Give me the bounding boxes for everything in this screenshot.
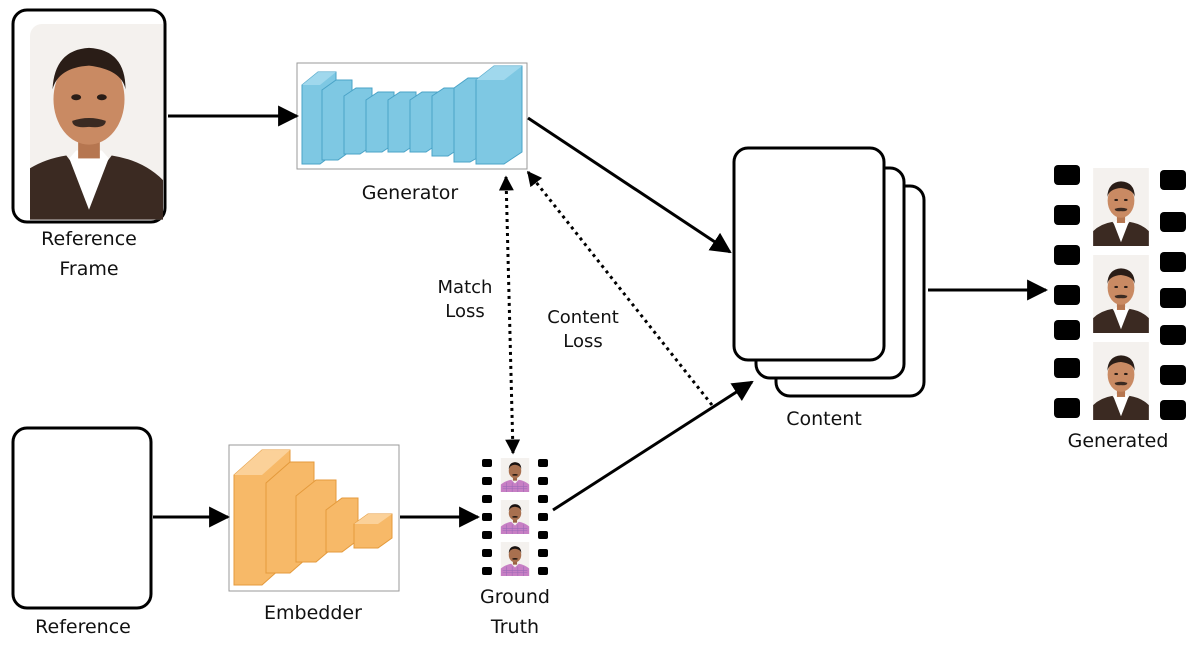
content-loss-arrow [526, 170, 714, 406]
match-loss-label: Match Loss [437, 277, 493, 322]
generator-label: Generator [361, 182, 459, 204]
ground-truth-film-strip-icon [482, 458, 548, 576]
embedder-network-icon [228, 444, 400, 592]
content-label: Content [786, 408, 862, 430]
reference-label: Reference [35, 616, 131, 638]
flow-arrows [153, 105, 1049, 528]
ground-truth-label: Ground Truth [480, 586, 550, 638]
generated-film-strip-icon [1054, 165, 1186, 420]
loss-arrows [498, 170, 714, 455]
arrow-ground-truth-to-content [552, 380, 754, 512]
content-loss-label: Content Loss [547, 307, 619, 352]
reference-frame-label: Reference Frame [41, 228, 137, 280]
generated-label: Generated [1067, 430, 1169, 452]
embedder-label: Embedder [264, 602, 362, 624]
content-stacked-frames-icon [732, 146, 926, 398]
generator-network-icon [296, 62, 528, 170]
arrow-generator-to-content [527, 116, 732, 254]
reference-frame-portrait [11, 8, 167, 224]
reference-portrait [11, 426, 153, 610]
